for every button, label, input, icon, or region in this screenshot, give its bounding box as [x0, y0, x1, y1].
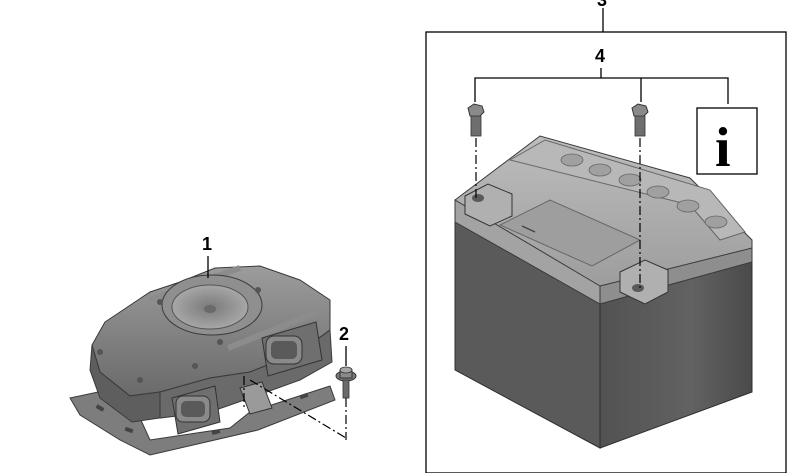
assembly-line-tab — [249, 379, 347, 439]
callout-1: 1 — [202, 234, 212, 254]
leader-bracket-4 — [474, 68, 729, 104]
battery-part — [454, 135, 753, 449]
terminal-bolt-left — [467, 103, 485, 137]
screw-part-2 — [335, 366, 357, 399]
callout-2: 2 — [339, 324, 349, 344]
battery-kit-frame — [425, 31, 787, 473]
callout-3: 3 — [597, 0, 607, 10]
info-box: i — [696, 107, 758, 179]
info-icon: i — [715, 117, 731, 179]
terminal-bolt-right — [631, 103, 649, 137]
alarm-siren-part — [69, 265, 336, 456]
callout-4: 4 — [595, 46, 605, 66]
